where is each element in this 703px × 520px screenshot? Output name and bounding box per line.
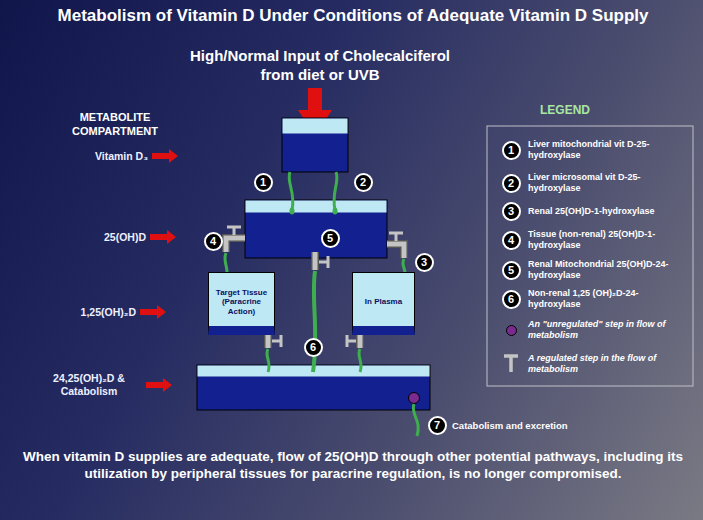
valve-handle [347,335,356,347]
legend-text: Liver mitochondrial vit D-25-hydroxylase [528,139,688,161]
legend-heading: LEGEND [520,103,610,117]
flow-stream [334,172,337,210]
pointer-arrow [150,230,176,244]
flow-stream [413,404,418,436]
valve-pipe [226,238,245,252]
drop [290,208,295,215]
valve-pipe [266,334,271,348]
callout-number: 1 [254,173,273,192]
valve-pipe [356,334,364,348]
compartment-label: Vitamin D₃ [30,150,148,163]
valve-pipe [313,252,318,270]
compartment-label: 24,25(OH)₂D & Catabolism [36,372,142,398]
valve-pipe [226,238,245,252]
compartment-label: 25(OH)D [30,231,146,244]
valve-pipe [264,334,272,348]
valve-pipe [387,244,404,258]
compartment-tank: In Plasma [352,272,415,335]
legend-number: 3 [502,202,521,221]
valve-pipe [311,252,319,270]
legend-number: 6 [502,290,521,309]
valve-handle [389,233,403,241]
callout-number: 7 [428,416,447,435]
tank [245,200,387,258]
legend-text: A regulated step in the flow of metaboli… [528,353,688,375]
callout-number: 6 [304,338,323,357]
column-heading: METABOLITE COMPARTMENT [55,110,175,138]
flow-stream [289,172,293,210]
tank-label: In Plasma [365,297,402,307]
unregulated-dot [409,393,420,404]
legend-text: Renal Mitochondrial 25(OH)D-24-hydroxyla… [528,259,688,281]
legend-swatch [506,325,517,336]
callout-number: 3 [415,253,434,272]
pointer-arrow [152,149,178,163]
compartment-label: 1,25(OH)₂D [20,306,136,319]
legend-number: 1 [502,141,521,160]
legend-number: 5 [502,261,521,280]
caption: When vitamin D supplies are adequate, fl… [22,448,684,482]
callout-number: 4 [204,232,223,251]
flow-stream [359,349,361,372]
valve-handle [227,227,241,235]
drop [333,208,338,215]
legend-text: Liver microsomal vit D-25-hydroxylase [528,172,688,194]
legend-number: 4 [502,231,521,250]
tank-fluid-top [283,119,348,134]
tank-label: Target Tissue (Paracrine Action) [212,288,271,317]
tank-fluid-top [246,201,387,213]
tank [282,118,348,172]
valve-handle [319,256,328,268]
legend-text: Tissue (non-renal) 25(OH)D-1-hydroxylase [528,229,688,251]
legend-valve-icon [504,356,518,372]
valve-pipe [387,244,404,258]
valve-handle [272,335,281,347]
compartment-tank: Target Tissue (Paracrine Action) [208,272,275,335]
valve-pipe [358,334,363,348]
diagram-title: Metabolism of Vitamin D Under Conditions… [8,6,698,26]
legend-frame [487,126,693,386]
legend-text: An "unregulated" step in flow of metabol… [528,319,688,341]
legend-number: 2 [502,174,521,193]
input-heading: High/Normal Input of Cholecalciferol fro… [185,46,455,84]
legend-text: Non-renal 1,25 (OH)₂D-24-hydroxylase [528,288,688,310]
legend-text: Renal 25(OH)D-1-hydroxylase [528,206,688,217]
flow-stream [267,349,269,372]
pointer-arrow [146,378,172,392]
pointer-arrow [140,305,166,319]
callout-number: 5 [321,229,340,248]
note-label: Catabolism and excretion [452,420,602,432]
callout-number: 2 [354,173,373,192]
flow-stream [313,271,315,372]
